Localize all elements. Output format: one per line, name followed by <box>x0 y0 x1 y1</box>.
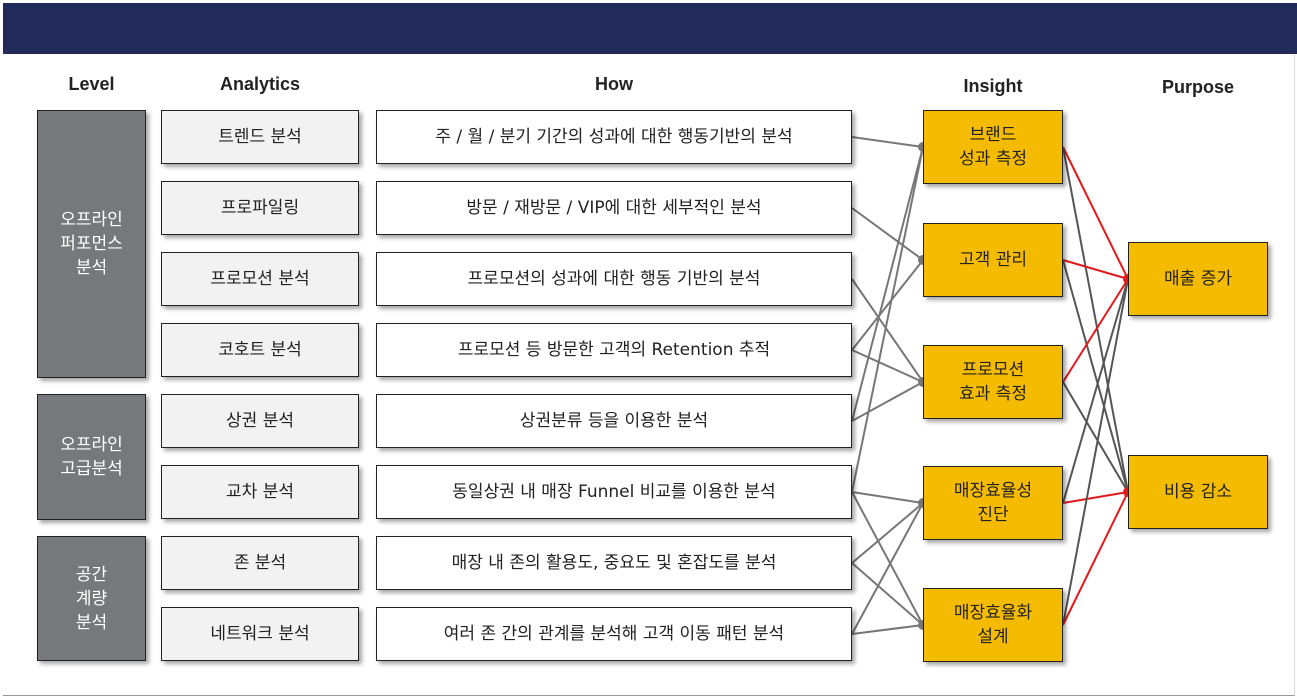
connector-how-insight <box>851 381 924 422</box>
analytics-box: 프로모션 분석 <box>161 252 359 306</box>
analytics-box: 상권 분석 <box>161 394 359 448</box>
insight-box: 매장효율화 설계 <box>923 588 1063 662</box>
connector-how-insight <box>851 491 924 626</box>
connector-how-insight <box>851 278 924 383</box>
connector-insight-purpose <box>1062 259 1129 493</box>
level-box: 오프라인 퍼포먼스 분석 <box>37 110 146 378</box>
slide-frame <box>3 54 1295 696</box>
how-box: 방문 / 재방문 / VIP에 대한 세부적인 분석 <box>376 181 852 235</box>
connector-insight-purpose <box>1062 146 1129 493</box>
connector-how-insight <box>851 259 924 351</box>
how-box: 동일상권 내 매장 Funnel 비교를 이용한 분석 <box>376 465 852 519</box>
connector-insight-purpose <box>1062 146 1129 280</box>
connector-how-insight <box>851 146 924 493</box>
connector-how-insight <box>851 624 924 635</box>
connector-how-insight <box>851 562 924 626</box>
connector-how-insight <box>851 502 924 564</box>
column-header-insight: Insight <box>963 76 1023 96</box>
connector-how-insight <box>851 136 924 148</box>
level-box: 공간 계량 분석 <box>37 536 146 661</box>
column-header-how: How <box>595 74 633 94</box>
analytics-box: 트렌드 분석 <box>161 110 359 164</box>
column-header-level: Level <box>68 74 115 94</box>
analytics-box: 네트워크 분석 <box>161 607 359 661</box>
connector-insight-purpose <box>1062 278 1129 626</box>
analytics-box: 프로파일링 <box>161 181 359 235</box>
how-box: 매장 내 존의 활용도, 중요도 및 혼잡도를 분석 <box>376 536 852 590</box>
analytics-box: 교차 분석 <box>161 465 359 519</box>
analytics-box: 존 분석 <box>161 536 359 590</box>
insight-box: 매장효율성 진단 <box>923 466 1063 540</box>
connector-insight-purpose <box>1062 381 1129 493</box>
insight-box: 고객 관리 <box>923 223 1063 297</box>
how-box: 상권분류 등을 이용한 분석 <box>376 394 852 448</box>
how-box: 프로모션의 성과에 대한 행동 기반의 분석 <box>376 252 852 306</box>
connector-how-insight <box>851 207 924 261</box>
connector-insight-purpose <box>1062 491 1129 504</box>
purpose-box: 비용 감소 <box>1128 455 1268 529</box>
insight-box: 브랜드 성과 측정 <box>923 110 1063 184</box>
connector-insight-purpose <box>1062 491 1129 626</box>
how-box: 여러 존 간의 관계를 분석해 고객 이동 패턴 분석 <box>376 607 852 661</box>
connector-insight-purpose <box>1062 278 1129 383</box>
insight-box: 프로모션 효과 측정 <box>923 345 1063 419</box>
connector-how-insight <box>851 349 924 383</box>
connector-insight-purpose <box>1062 259 1129 280</box>
purpose-box: 매출 증가 <box>1128 242 1268 316</box>
column-header-purpose: Purpose <box>1161 77 1235 97</box>
level-box: 오프라인 고급분석 <box>37 394 146 520</box>
connector-how-insight <box>851 491 924 504</box>
how-box: 프로모션 등 방문한 고객의 Retention 추적 <box>376 323 852 377</box>
how-box: 주 / 월 / 분기 기간의 성과에 대한 행동기반의 분석 <box>376 110 852 164</box>
header-band <box>3 3 1297 54</box>
analytics-box: 코호트 분석 <box>161 323 359 377</box>
connector-insight-purpose <box>1062 278 1129 504</box>
connector-how-insight <box>851 502 924 635</box>
column-header-analytics: Analytics <box>219 74 301 94</box>
connector-how-insight <box>851 146 924 422</box>
